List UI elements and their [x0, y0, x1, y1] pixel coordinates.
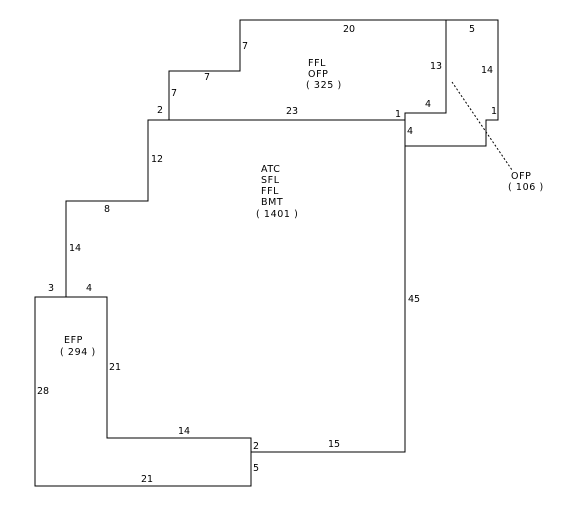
area-label-line: OFP [308, 69, 328, 80]
area-label-line: OFP [511, 171, 531, 182]
area-label-efp: EFP ( 294 ) [60, 335, 96, 358]
dimension-label: 8 [104, 204, 110, 215]
dimension-label: 13 [430, 61, 442, 72]
area-label-value: ( 325 ) [306, 80, 342, 91]
dimension-label: 1 [491, 106, 497, 117]
dimension-label: 4 [86, 283, 92, 294]
area-label-main: ATC SFL FFL BMT ( 1401 ) [256, 164, 298, 220]
dimension-label: 21 [141, 474, 153, 485]
area-label-value: ( 1401 ) [256, 209, 298, 220]
area-label-line: EFP [64, 335, 83, 346]
area-label-line: BMT [261, 197, 283, 208]
dimension-label: 28 [37, 386, 49, 397]
building-outline [34, 19, 447, 487]
dimension-label: 12 [151, 154, 163, 165]
dimension-label: 14 [69, 243, 81, 254]
dimension-label: 5 [469, 24, 475, 35]
efp-area-divider [66, 296, 252, 452]
area-label-line: FFL [261, 186, 279, 197]
porch-outline [405, 19, 499, 147]
dimension-label: 45 [408, 294, 420, 305]
area-label-value: ( 294 ) [60, 347, 96, 358]
porch-leader-line [451, 81, 513, 171]
dimension-label: 20 [343, 24, 355, 35]
dimension-label: 14 [481, 65, 493, 76]
dimension-labels: 20 5 13 14 7 7 7 2 23 1 4 1 4 12 8 14 3 … [37, 24, 497, 485]
dimension-label: 4 [425, 99, 431, 110]
dimension-label: 4 [407, 126, 413, 137]
area-label-line: FFL [308, 58, 326, 69]
dimension-label: 14 [178, 426, 190, 437]
area-label-porch: OFP ( 106 ) [508, 171, 544, 193]
dimension-label: 23 [286, 106, 298, 117]
dimension-label: 1 [395, 109, 401, 120]
area-label-line: SFL [261, 175, 280, 186]
dimension-label: 2 [253, 441, 259, 452]
dimension-label: 7 [204, 72, 210, 83]
area-label-value: ( 106 ) [508, 182, 544, 193]
area-label-line: ATC [261, 164, 280, 175]
dimension-label: 7 [171, 88, 177, 99]
dimension-label: 5 [253, 463, 259, 474]
dimension-label: 7 [242, 41, 248, 52]
dimension-label: 3 [48, 283, 54, 294]
dimension-label: 21 [109, 362, 121, 373]
area-label-upper: FFL OFP ( 325 ) [306, 58, 342, 91]
dimension-label: 15 [328, 439, 340, 450]
dimension-label: 2 [157, 105, 163, 116]
